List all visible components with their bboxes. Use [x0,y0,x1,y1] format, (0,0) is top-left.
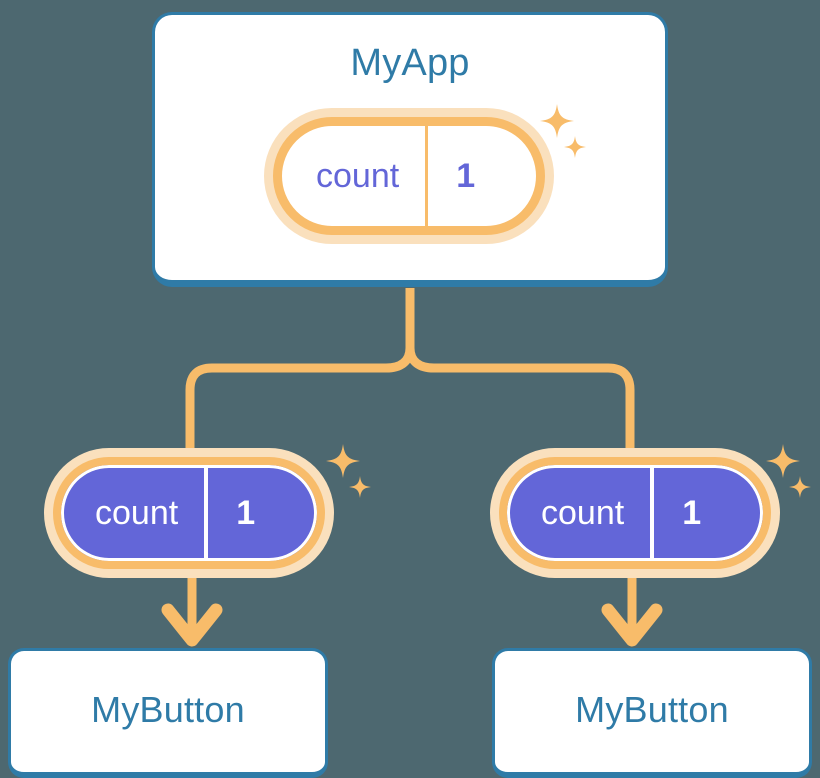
state-pill-root-value: 1 [456,156,476,195]
state-pill-child-right-value: 1 [682,493,702,532]
component-title-mybutton-left: MyButton [91,689,245,730]
state-pill-child-left-divider [204,465,209,561]
state-pill-child-right[interactable]: count 1 [490,448,780,578]
state-pill-root-key: count [316,156,400,195]
component-title-mybutton-right: MyButton [575,689,729,730]
state-pill-root[interactable]: count 1 [264,108,554,244]
state-pill-child-right-key: count [541,493,625,532]
sparkle-small-child-right-icon [789,476,811,498]
connector-branch-left [185,343,415,457]
state-pill-child-left[interactable]: count 1 [44,448,334,578]
state-pill-root-divider [425,126,429,226]
state-pill-child-right-divider [650,465,655,561]
connector-branch-right [405,343,635,457]
arrowhead-left-icon [161,603,223,647]
arrowhead-right-icon [601,603,663,647]
sparkle-small-child-left-icon [349,476,371,498]
component-title-myapp: MyApp [350,42,470,84]
state-pill-child-left-value: 1 [236,493,256,532]
component-card-mybutton-right[interactable]: MyButton [492,648,812,778]
component-card-mybutton-left[interactable]: MyButton [8,648,328,778]
state-pill-child-left-key: count [95,493,179,532]
